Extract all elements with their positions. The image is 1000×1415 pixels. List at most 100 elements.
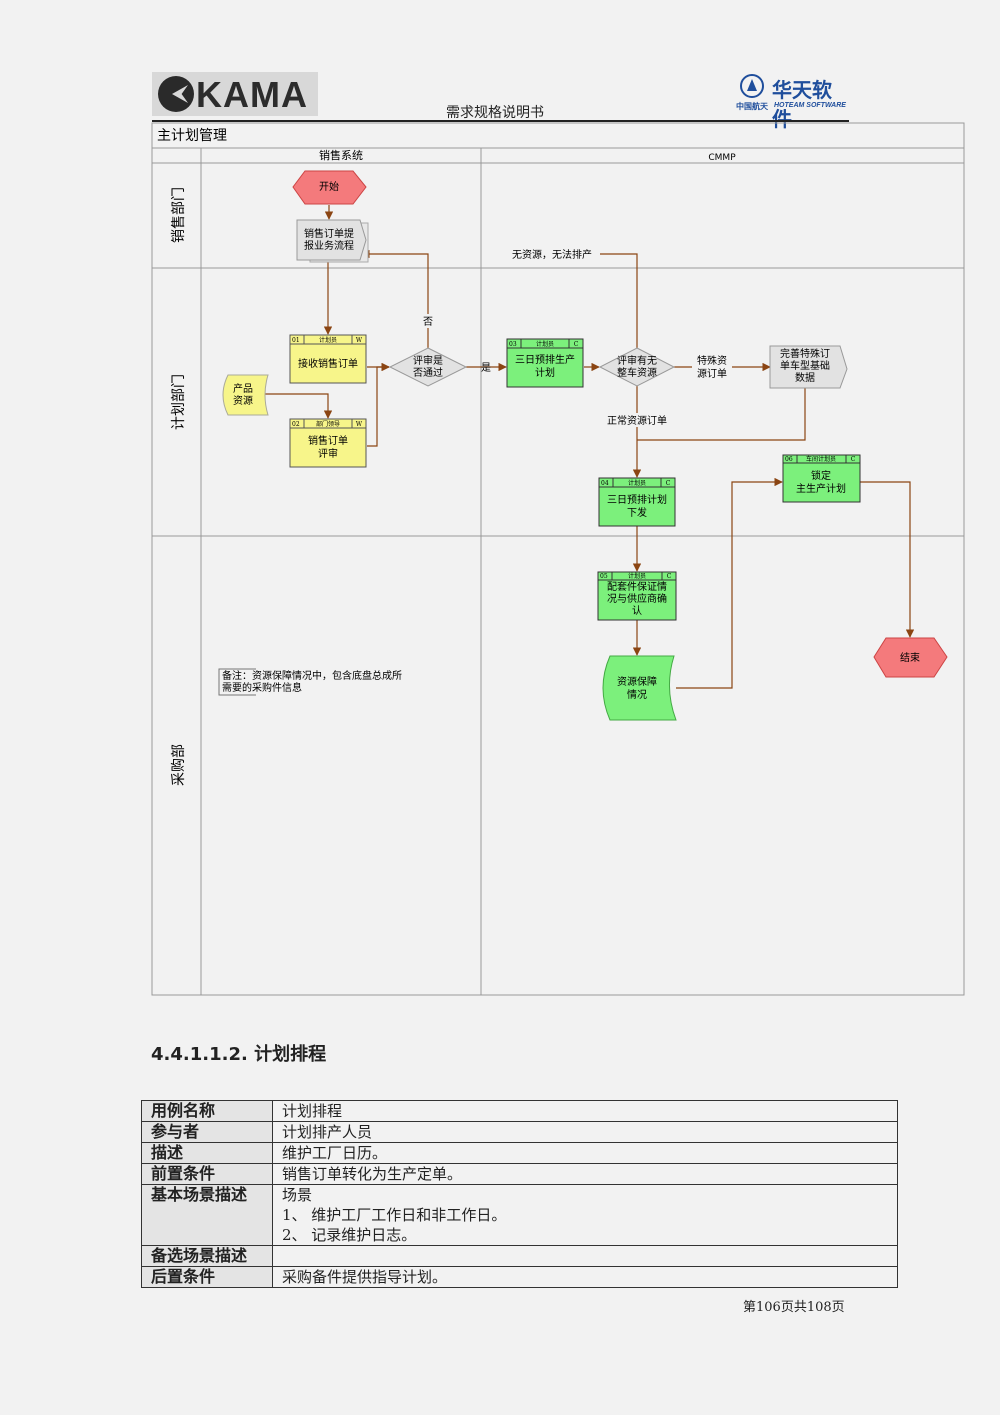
hoteam-logo-sub-en: HOTEAM SOFTWARE xyxy=(774,102,846,109)
task-06-line-1: 锁定 xyxy=(811,469,831,482)
end-node xyxy=(873,637,948,678)
review-pass-decision xyxy=(388,347,468,387)
improve-data-line-2: 单车型基础 xyxy=(780,359,830,372)
task-05-id: 05 xyxy=(600,573,608,580)
product-resource-line-1: 产品 xyxy=(233,382,253,395)
resource-status-line-1: 资源保障 xyxy=(617,675,657,688)
start-node xyxy=(292,170,367,205)
edge-label-normal-order: 正常资源订单 xyxy=(607,414,667,427)
task-06-flag: C xyxy=(851,456,856,463)
task-03-role: 计划员 xyxy=(536,340,554,348)
task-05-role: 计划员 xyxy=(628,572,646,580)
rocket-icon xyxy=(740,74,764,98)
arrow-review-to-pass xyxy=(367,362,390,447)
row-value-line: 场景 xyxy=(282,1186,313,1204)
lane-label-purchasing: 采购部 xyxy=(171,744,187,786)
task-order-review: 02 部门领导 W 销售订单 评审 xyxy=(289,418,367,468)
task-06-line-2: 主生产计划 xyxy=(796,482,846,495)
task-04-id: 04 xyxy=(601,480,609,487)
special-order-line-2: 源订单 xyxy=(697,367,727,380)
row-value: 维护工厂日历。 xyxy=(272,1142,898,1164)
hoteam-logo-cn: 华天软件 xyxy=(772,78,832,131)
row-label: 前置条件 xyxy=(141,1163,273,1185)
task-confirm-supply: 05 计划员 C 配套件保证情 况与供应商确 认 xyxy=(597,571,677,621)
task-issue-plan: 04 计划员 C 三日预排计划 下发 xyxy=(598,477,676,527)
row-value: 计划排程 xyxy=(272,1100,898,1122)
task-04-line-1: 三日预排计划 xyxy=(607,493,667,506)
table-row: 前置条件 销售订单转化为生产定单。 xyxy=(141,1163,898,1185)
task-06-role: 车间计划员 xyxy=(806,455,836,463)
lane-label-planning: 计划部门 xyxy=(171,374,187,430)
table-row: 参与者 计划排产人员 xyxy=(141,1121,898,1143)
resource-status-line-2: 情况 xyxy=(627,688,647,701)
column-header-sales: 销售系统 xyxy=(319,148,363,162)
edge-label-yes: 是 xyxy=(481,362,491,374)
row-value-line: 1、 维护工厂工作日和非工作日。 xyxy=(282,1206,507,1224)
edge-label-no-resource: 无资源，无法排产 xyxy=(512,248,592,261)
sales-order-line-1: 销售订单提 xyxy=(304,227,354,240)
diagram-frame xyxy=(151,122,965,996)
diagram-title: 主计划管理 xyxy=(157,128,227,144)
task-01-label: 接收销售订单 xyxy=(298,357,358,370)
arrow-product-to-review xyxy=(265,393,333,419)
task-receive-order: 01 计划员 W 接收销售订单 xyxy=(289,334,367,384)
section-number: 4.4.1.1.2. xyxy=(151,1044,248,1065)
note-line-1: 备注：资源保障情况中，包含底盘总成所 xyxy=(222,669,402,682)
row-label: 用例名称 xyxy=(141,1100,273,1122)
hoteam-logo: 华天软件 中国航天 HOTEAM SOFTWARE xyxy=(736,74,850,131)
kama-logo: KAMA xyxy=(152,72,318,116)
task-05-line-1: 配套件保证情 xyxy=(607,580,667,593)
task-03-line-1: 三日预排生产 xyxy=(515,353,575,366)
task-04-line-2: 下发 xyxy=(627,506,647,519)
product-resource-node xyxy=(222,374,269,416)
resource-status-node xyxy=(602,655,677,721)
row-value: 计划排产人员 xyxy=(272,1121,898,1143)
kama-logo-text: KAMA xyxy=(196,74,308,115)
task-01-id: 01 xyxy=(292,337,300,344)
row-label: 备选场景描述 xyxy=(141,1245,273,1267)
review-pass-line-2: 否通过 xyxy=(413,366,443,379)
task-01-role: 计划员 xyxy=(319,336,337,344)
hoteam-logo-sub-cn: 中国航天 xyxy=(736,102,768,111)
row-value: 场景 1、 维护工厂工作日和非工作日。 2、 记录维护日志。 xyxy=(272,1184,898,1246)
improve-data-line-3: 数据 xyxy=(795,371,815,384)
arrow-improve-back xyxy=(637,388,806,441)
column-header-cmmp: CMMP xyxy=(708,153,736,163)
improve-data-node xyxy=(769,345,848,389)
table-row: 备选场景描述 xyxy=(141,1245,898,1267)
table-row: 用例名称 计划排程 xyxy=(141,1100,898,1122)
task-03-id: 03 xyxy=(509,341,517,348)
swimlane-diagram: 主计划管理 销售系统 CMMP 销售部门 计划部门 采购部 无资源，无法排产 否… xyxy=(151,122,965,996)
task-02-line-1: 销售订单 xyxy=(308,434,348,447)
lane-label-sales: 销售部门 xyxy=(171,187,187,243)
section-title: 计划排程 xyxy=(254,1044,327,1065)
task-01-flag: W xyxy=(356,337,363,344)
edge-label-no: 否 xyxy=(423,316,433,328)
row-label: 描述 xyxy=(141,1142,273,1164)
task-05-line-3: 认 xyxy=(632,604,642,617)
section-heading: 4.4.1.1.2. 计划排程 xyxy=(151,1040,326,1066)
sales-order-line-2: 报业务流程 xyxy=(304,239,354,252)
table-row: 基本场景描述 场景 1、 维护工厂工作日和非工作日。 2、 记录维护日志。 xyxy=(141,1184,898,1246)
kama-mark-icon xyxy=(158,76,194,112)
task-04-role: 计划员 xyxy=(628,479,646,487)
table-row: 后置条件 采购备件提供指导计划。 xyxy=(141,1266,898,1288)
row-value xyxy=(272,1245,898,1267)
task-03-line-2: 计划 xyxy=(535,366,555,379)
resource-check-decision xyxy=(598,347,676,387)
task-three-day-plan: 03 计划员 C 三日预排生产 计划 xyxy=(506,338,584,388)
row-label: 基本场景描述 xyxy=(141,1184,273,1246)
table-row: 描述 维护工厂日历。 xyxy=(141,1142,898,1164)
document-title: 需求规格说明书 xyxy=(446,105,544,121)
product-resource-line-2: 资源 xyxy=(233,394,253,407)
task-03-flag: C xyxy=(574,341,579,348)
task-05-line-2: 况与供应商确 xyxy=(607,592,667,605)
task-02-flag: W xyxy=(356,421,363,428)
start-label: 开始 xyxy=(319,180,339,193)
sales-order-node xyxy=(296,219,367,261)
row-label: 参与者 xyxy=(141,1121,273,1143)
task-02-line-2: 评审 xyxy=(318,447,338,460)
task-05-flag: C xyxy=(667,573,672,580)
task-02-id: 02 xyxy=(292,421,300,428)
special-order-line-1: 特殊资 xyxy=(697,354,727,367)
